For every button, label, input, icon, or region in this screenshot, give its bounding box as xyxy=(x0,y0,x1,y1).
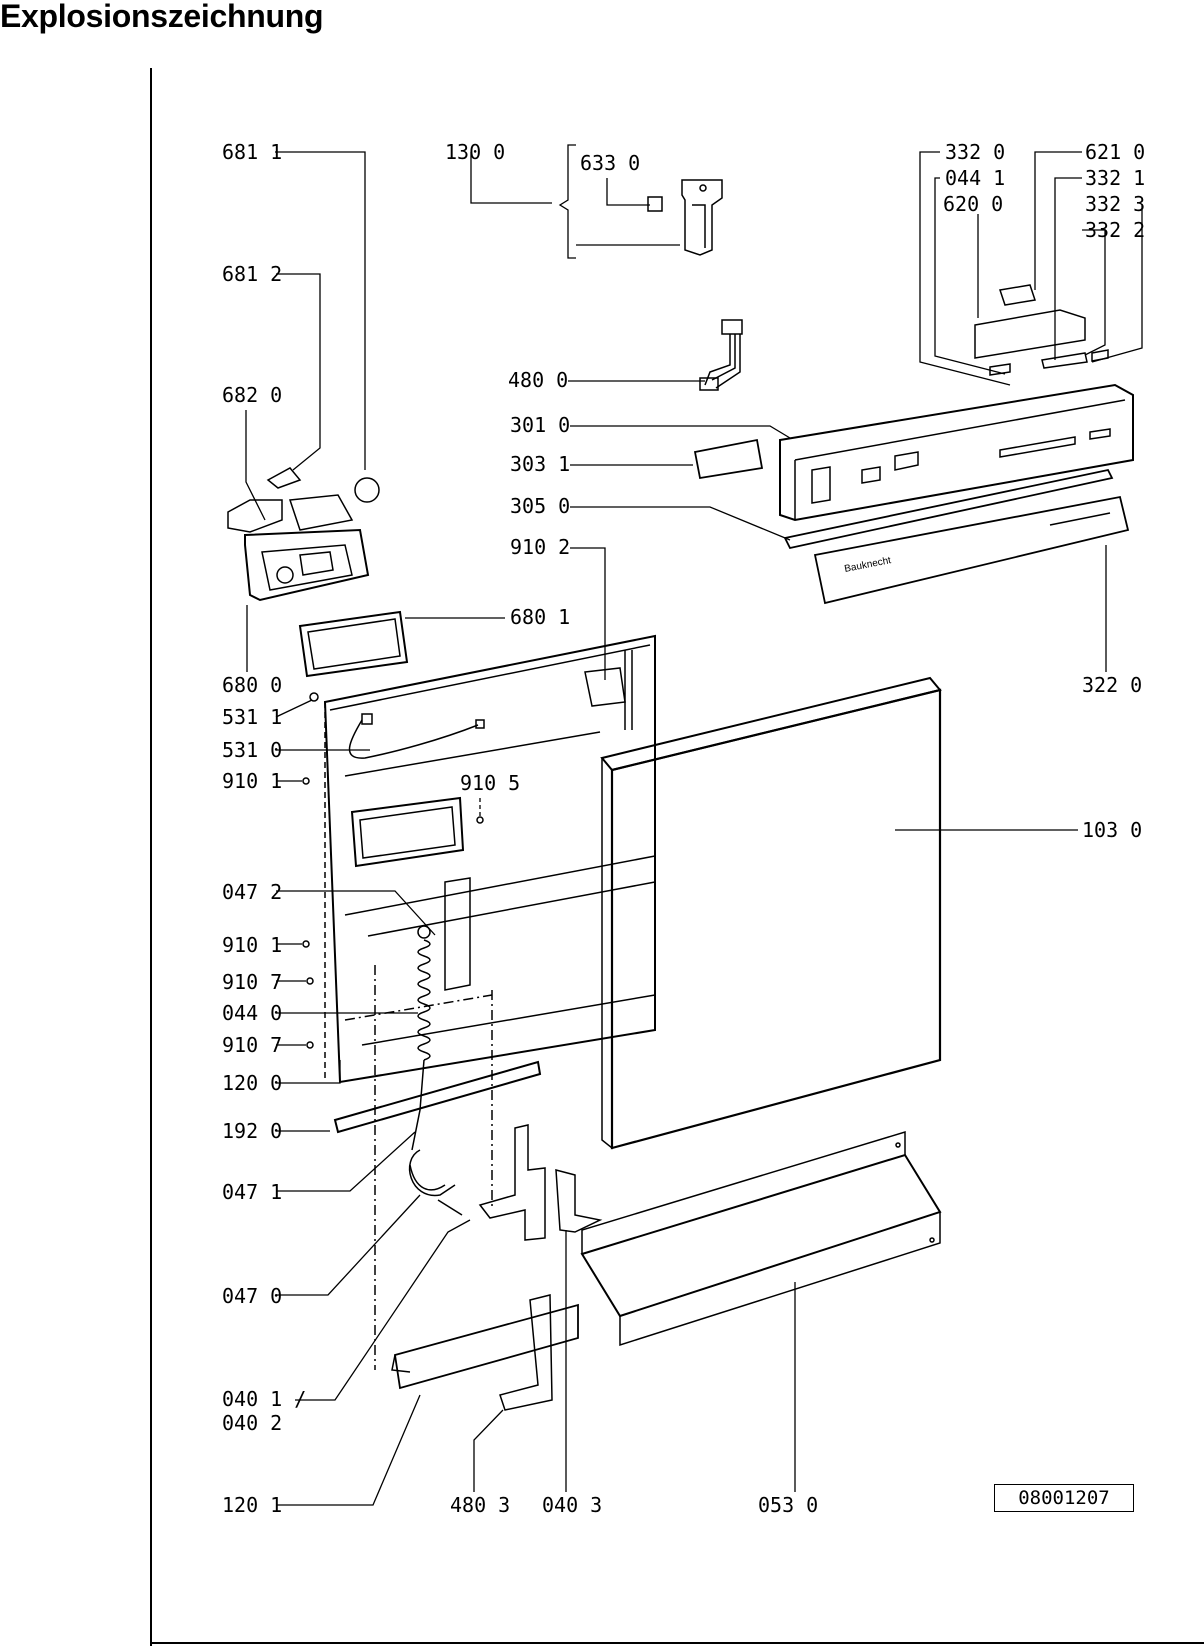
part-120-1 xyxy=(393,1303,579,1390)
part-040-3 xyxy=(555,1169,603,1233)
label-620-0: 620 0 xyxy=(943,192,1003,216)
label-047-0: 047 0 xyxy=(222,1284,282,1308)
label-303-1: 303 1 xyxy=(510,452,570,476)
part-480-0-harness xyxy=(699,319,743,391)
part-103-0-door xyxy=(600,676,942,1150)
part-633-bracket xyxy=(647,179,723,256)
part-301-0-control-panel xyxy=(779,383,1134,522)
part-dispenser xyxy=(227,494,370,602)
part-680-1 xyxy=(298,610,409,678)
brand-mark: Bauknecht xyxy=(843,555,892,575)
label-910-2: 910 2 xyxy=(510,535,570,559)
label-681-1: 681 1 xyxy=(222,140,282,164)
label-910-1b: 910 1 xyxy=(222,933,282,957)
label-910-7b: 910 7 xyxy=(222,1033,282,1057)
label-040-3: 040 3 xyxy=(542,1493,602,1517)
part-labels: 681 1 130 0 633 0 332 0 621 0 044 1 332 … xyxy=(222,140,1145,1517)
page-title: Explosionszeichnung xyxy=(0,0,324,34)
label-192-0: 192 0 xyxy=(222,1119,282,1143)
label-531-0: 531 0 xyxy=(222,738,282,762)
part-910-2 xyxy=(584,667,626,707)
label-682-0: 682 0 xyxy=(222,383,282,407)
label-305-0: 305 0 xyxy=(510,494,570,518)
label-040-2: 040 2 xyxy=(222,1411,282,1435)
label-531-1: 531 1 xyxy=(222,705,282,729)
label-910-5: 910 5 xyxy=(460,771,520,795)
label-910-7: 910 7 xyxy=(222,970,282,994)
label-332-0: 332 0 xyxy=(945,140,1005,164)
part-480-3 xyxy=(499,1294,553,1411)
part-040-1 xyxy=(478,1124,546,1241)
label-480-3: 480 3 xyxy=(450,1493,510,1517)
label-047-2: 047 2 xyxy=(222,880,282,904)
label-130-0: 130 0 xyxy=(445,140,505,164)
label-621-0: 621 0 xyxy=(1085,140,1145,164)
drawing-frame xyxy=(150,68,1204,1646)
label-633-0: 633 0 xyxy=(580,151,640,175)
label-480-0: 480 0 xyxy=(508,368,568,392)
label-040-1: 040 1 / xyxy=(222,1387,306,1411)
label-120-0: 120 0 xyxy=(222,1071,282,1095)
part-192-0 xyxy=(333,1060,542,1134)
part-053-0 xyxy=(580,1130,942,1347)
part-681-2 xyxy=(266,467,302,489)
leader-lines xyxy=(245,144,1143,1506)
part-303-1 xyxy=(693,438,764,480)
part-620-0-module xyxy=(974,284,1109,376)
label-322-0: 322 0 xyxy=(1082,673,1142,697)
part-047-0 xyxy=(409,1149,463,1216)
part-531-1 xyxy=(309,692,319,702)
label-103-0: 103 0 xyxy=(1082,818,1142,842)
label-910-1: 910 1 xyxy=(222,769,282,793)
part-044-0-spring xyxy=(411,925,431,1151)
label-044-1: 044 1 xyxy=(945,166,1005,190)
label-301-0: 301 0 xyxy=(510,413,570,437)
label-044-0: 044 0 xyxy=(222,1001,282,1025)
part-681-1 xyxy=(354,477,380,503)
part-120-0-inner-door xyxy=(323,634,656,1370)
part-305-0 xyxy=(783,468,1114,550)
label-680-1: 680 1 xyxy=(510,605,570,629)
label-332-1: 332 1 xyxy=(1085,166,1145,190)
label-120-1: 120 1 xyxy=(222,1493,282,1517)
label-681-2: 681 2 xyxy=(222,262,282,286)
label-680-0: 680 0 xyxy=(222,673,282,697)
part-531-0-cable xyxy=(348,719,479,759)
part-322-0-faceplate xyxy=(813,495,1130,605)
label-332-3: 332 3 xyxy=(1085,192,1145,216)
label-053-0: 053 0 xyxy=(758,1493,818,1517)
drawing-number-box: 08001207 xyxy=(994,1484,1134,1512)
label-047-1: 047 1 xyxy=(222,1180,282,1204)
